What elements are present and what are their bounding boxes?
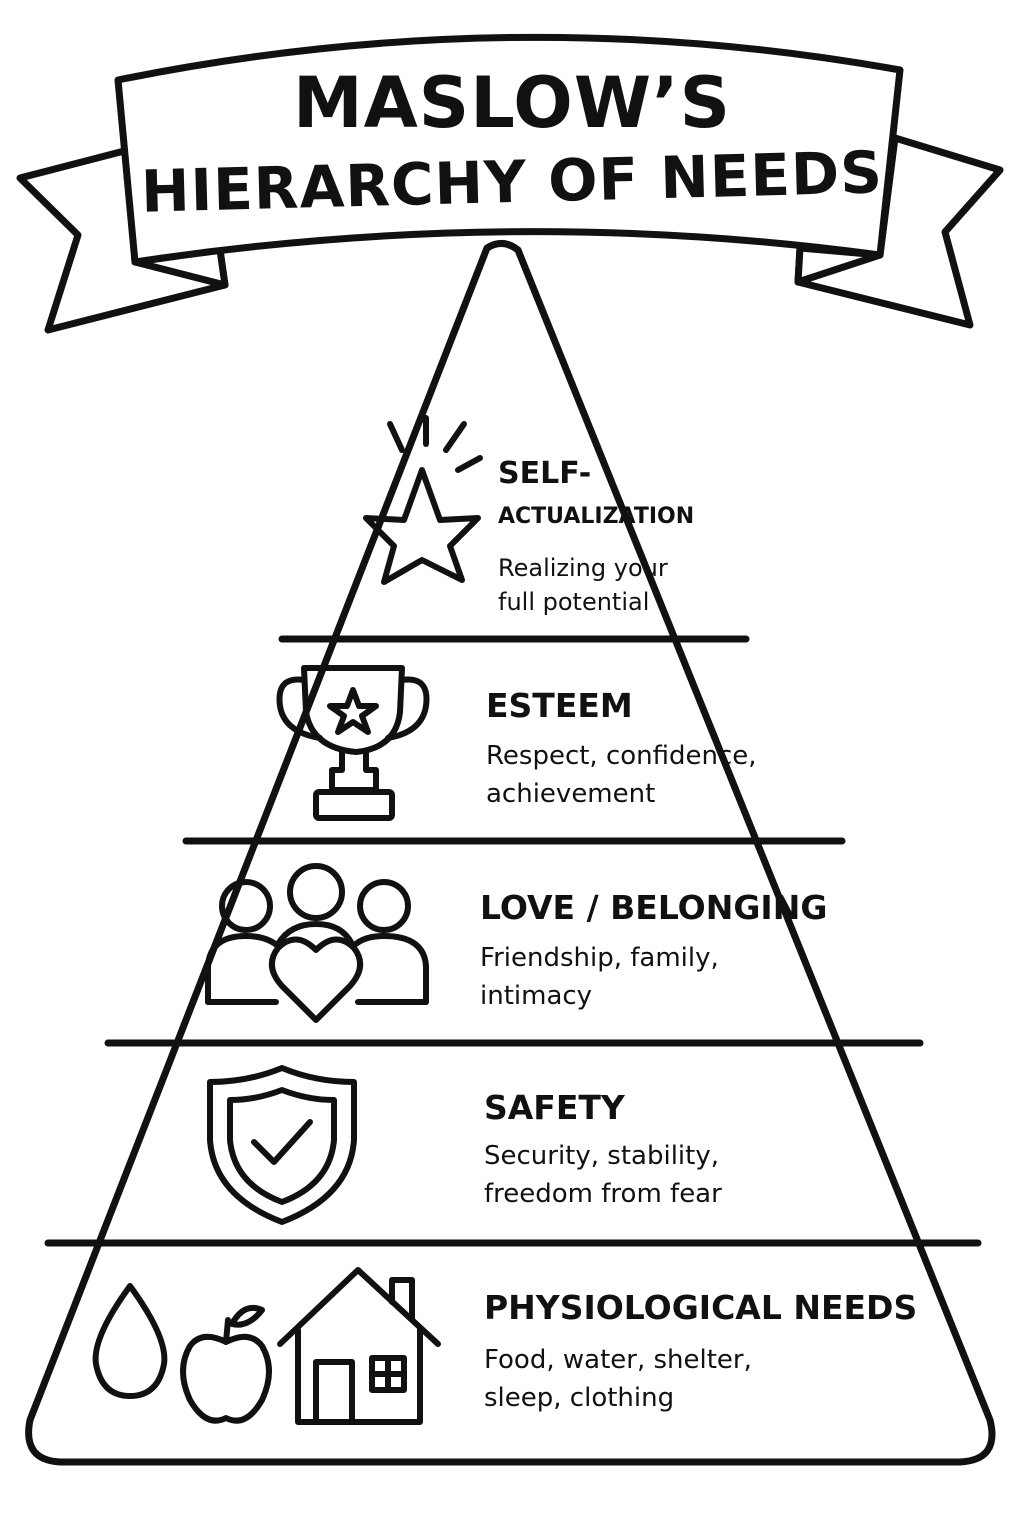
level-love-title: LOVE / BELONGING	[480, 888, 828, 927]
level-self-actualization-title: SELF-	[498, 456, 592, 491]
level-safety-desc-1: Security, stability,	[484, 1141, 719, 1171]
level-self-actualization-desc-2: full potential	[498, 588, 650, 616]
level-safety-title: SAFETY	[484, 1088, 625, 1127]
people-heart-icon	[205, 863, 429, 1023]
level-safety-desc-2: freedom from fear	[484, 1179, 722, 1209]
banner-main	[114, 33, 904, 266]
level-love-desc-2: intimacy	[480, 981, 593, 1011]
title-line-1: MASLOW’S	[292, 62, 732, 144]
house-icon	[277, 1267, 441, 1425]
apple-icon	[180, 1304, 272, 1424]
level-physiological-title: PHYSIOLOGICAL NEEDS	[484, 1288, 918, 1327]
level-self-actualization-title-2: ACTUALIZATION	[498, 504, 695, 529]
level-physiological-desc-2: sleep, clothing	[484, 1383, 675, 1413]
level-physiological-desc-1: Food, water, shelter,	[484, 1345, 752, 1375]
level-esteem-title: ESTEEM	[486, 686, 633, 725]
trophy-icon	[276, 665, 430, 821]
star-icon	[363, 415, 483, 585]
level-self-actualization-desc-1: Realizing your	[498, 554, 668, 582]
level-esteem-desc-1: Respect, confidence,	[486, 741, 757, 771]
pyramid-outline	[25, 240, 996, 1466]
shield-check-icon	[207, 1065, 357, 1225]
level-love-desc-1: Friendship, family,	[480, 943, 719, 973]
level-esteem-desc-2: achievement	[486, 779, 656, 809]
water-drop-icon	[92, 1283, 168, 1399]
